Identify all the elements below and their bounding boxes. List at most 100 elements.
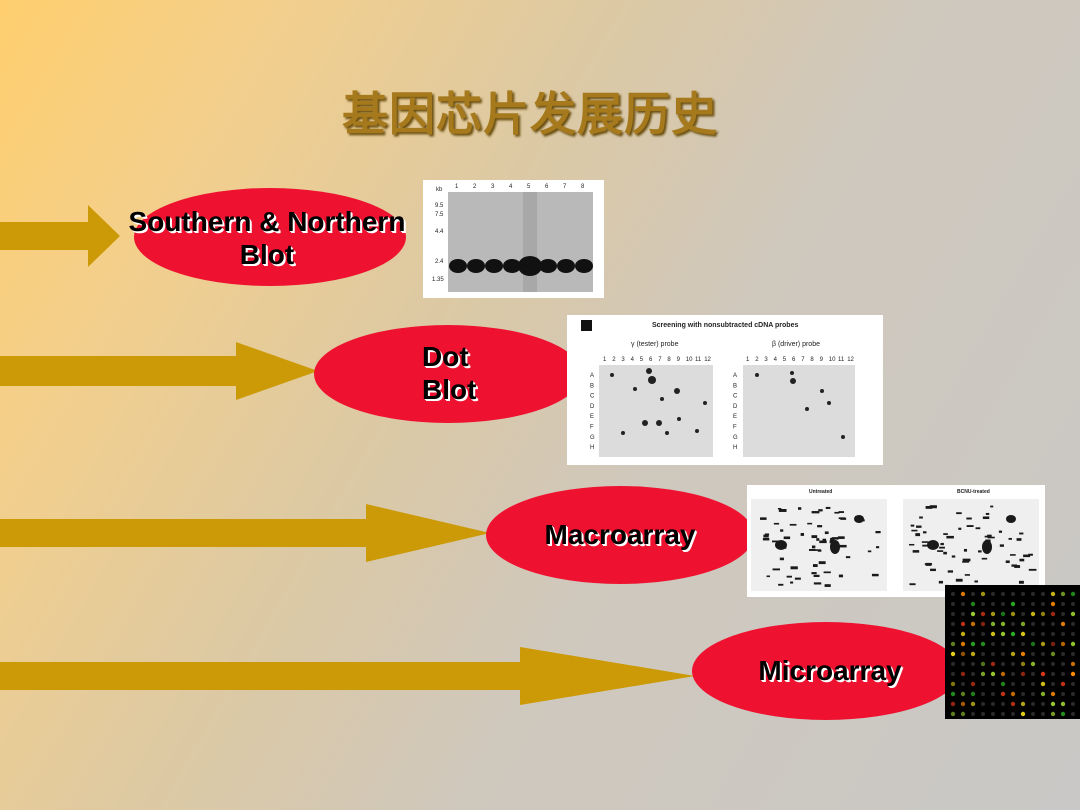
macroarray-spot: [966, 525, 974, 527]
lane-number: 2: [473, 184, 477, 190]
microarray-spot: [960, 641, 966, 647]
microarray-spot: [990, 621, 996, 627]
macroarray-spot: [778, 509, 787, 512]
macroarray-spot: [956, 512, 962, 515]
lane-number: 5: [527, 184, 531, 190]
microarray-spot: [960, 621, 966, 627]
microarray-spot: [1031, 682, 1035, 686]
dot-blot-spot: [621, 431, 625, 435]
microarray-spot: [1060, 621, 1066, 627]
blot-band: [503, 259, 521, 273]
microarray-spot: [1001, 592, 1005, 596]
microarray-spot: [1020, 701, 1026, 707]
microarray-spot: [1060, 701, 1066, 707]
microarray-spot: [1000, 681, 1006, 687]
microarray-spot: [981, 682, 985, 686]
macroarray-spot: [925, 506, 933, 509]
dot-blot-column-number: 9: [677, 357, 681, 363]
microarray-spot: [1061, 692, 1065, 696]
dot-blot-column-number: 8: [667, 357, 671, 363]
lane-number: 4: [509, 184, 513, 190]
macroarray-spot: [943, 533, 948, 535]
microarray-spot: [1021, 692, 1025, 696]
microarray-spot: [950, 641, 956, 647]
dot-blot-spot: [656, 420, 662, 426]
stage-ellipse-dot-blot: [314, 325, 582, 423]
microarray-spot: [971, 672, 975, 676]
microarray-spot: [970, 701, 976, 707]
dot-blot-spot: [827, 401, 831, 405]
macroarray-spot: [854, 515, 864, 523]
macroarray-spot: [1009, 554, 1016, 556]
macroarray-spot: [1028, 568, 1037, 571]
dot-blot-column-number: 12: [704, 357, 711, 363]
microarray-spot: [1061, 612, 1065, 616]
macroarray-spot: [966, 517, 972, 520]
dot-blot-row-letter: D: [590, 404, 595, 410]
microarray-spot: [980, 591, 986, 597]
arrow-stage-4: [0, 647, 695, 705]
microarray-spot: [981, 692, 985, 696]
stage-label-dot-blot: Dot Blot: [422, 341, 477, 405]
blot-band: [575, 259, 593, 273]
microarray-spot: [991, 642, 995, 646]
macroarray-spot: [773, 522, 780, 525]
microarray-spot: [980, 641, 986, 647]
microarray-spot: [970, 641, 976, 647]
microarray-spot: [991, 692, 995, 696]
microarray-spot: [971, 632, 975, 636]
microarray-spot: [991, 652, 995, 656]
macroarray-spot: [807, 522, 813, 525]
dot-blot-row-letter: B: [733, 383, 737, 389]
microarray-spot: [1040, 691, 1046, 697]
stage-ellipse-macroarray: [486, 486, 754, 584]
macroarray-spot: [808, 549, 816, 551]
dot-blot-row-letter: A: [590, 373, 594, 379]
microarray-spot: [1000, 631, 1006, 637]
microarray-spot: [950, 651, 956, 657]
microarray-spot: [970, 681, 976, 687]
macroarray-spot: [912, 550, 920, 553]
dot-blot-column-number: 6: [792, 357, 796, 363]
macroarray-spot: [824, 531, 829, 535]
macroarray-spot: [921, 541, 929, 543]
macroarray-spot: [790, 566, 798, 570]
dot-blot-row-letter: H: [590, 445, 594, 451]
microarray-spot: [1011, 672, 1015, 676]
dot-blot-row-letter: A: [733, 373, 737, 379]
microarray-spot: [1041, 662, 1045, 666]
dot-blot-column-number: 1: [746, 357, 750, 363]
dot-blot-column-number: 1: [603, 357, 607, 363]
microarray-spot: [1010, 611, 1016, 617]
macroarray-spot: [772, 568, 780, 571]
microarray-spot: [1071, 622, 1075, 626]
blot-band: [467, 259, 485, 273]
blot-band: [485, 259, 503, 273]
size-marker: 9.5: [435, 203, 444, 209]
microarray-spot: [950, 701, 956, 707]
microarray-spot: [1040, 671, 1046, 677]
microarray-spot: [951, 672, 955, 676]
dot-blot-left-caption: γ (tester) probe: [631, 341, 679, 348]
dot-blot-spot: [610, 373, 614, 377]
microarray-spot: [1071, 692, 1075, 696]
macroarray-spot: [947, 570, 954, 573]
macroarray-spot: [958, 527, 962, 530]
dot-blot-column-number: 10: [686, 357, 693, 363]
microarray-spot: [1071, 652, 1075, 656]
microarray-spot: [1051, 662, 1055, 666]
microarray-spot: [1061, 662, 1065, 666]
microarray-spot: [1041, 712, 1045, 716]
dot-blot-column-number: 6: [649, 357, 653, 363]
macroarray-spot: [780, 529, 784, 532]
microarray-spot: [991, 712, 995, 716]
macroarray-spot: [940, 542, 944, 546]
microarray-spot: [1051, 672, 1055, 676]
dot-blot-column-number: 7: [658, 357, 662, 363]
blot-band: [518, 256, 542, 276]
size-marker: 1.35: [432, 277, 444, 283]
dot-blot-row-letter: G: [590, 435, 595, 441]
microarray-spot: [1031, 692, 1035, 696]
microarray-spot: [950, 681, 956, 687]
macroarray-spot: [975, 527, 981, 530]
